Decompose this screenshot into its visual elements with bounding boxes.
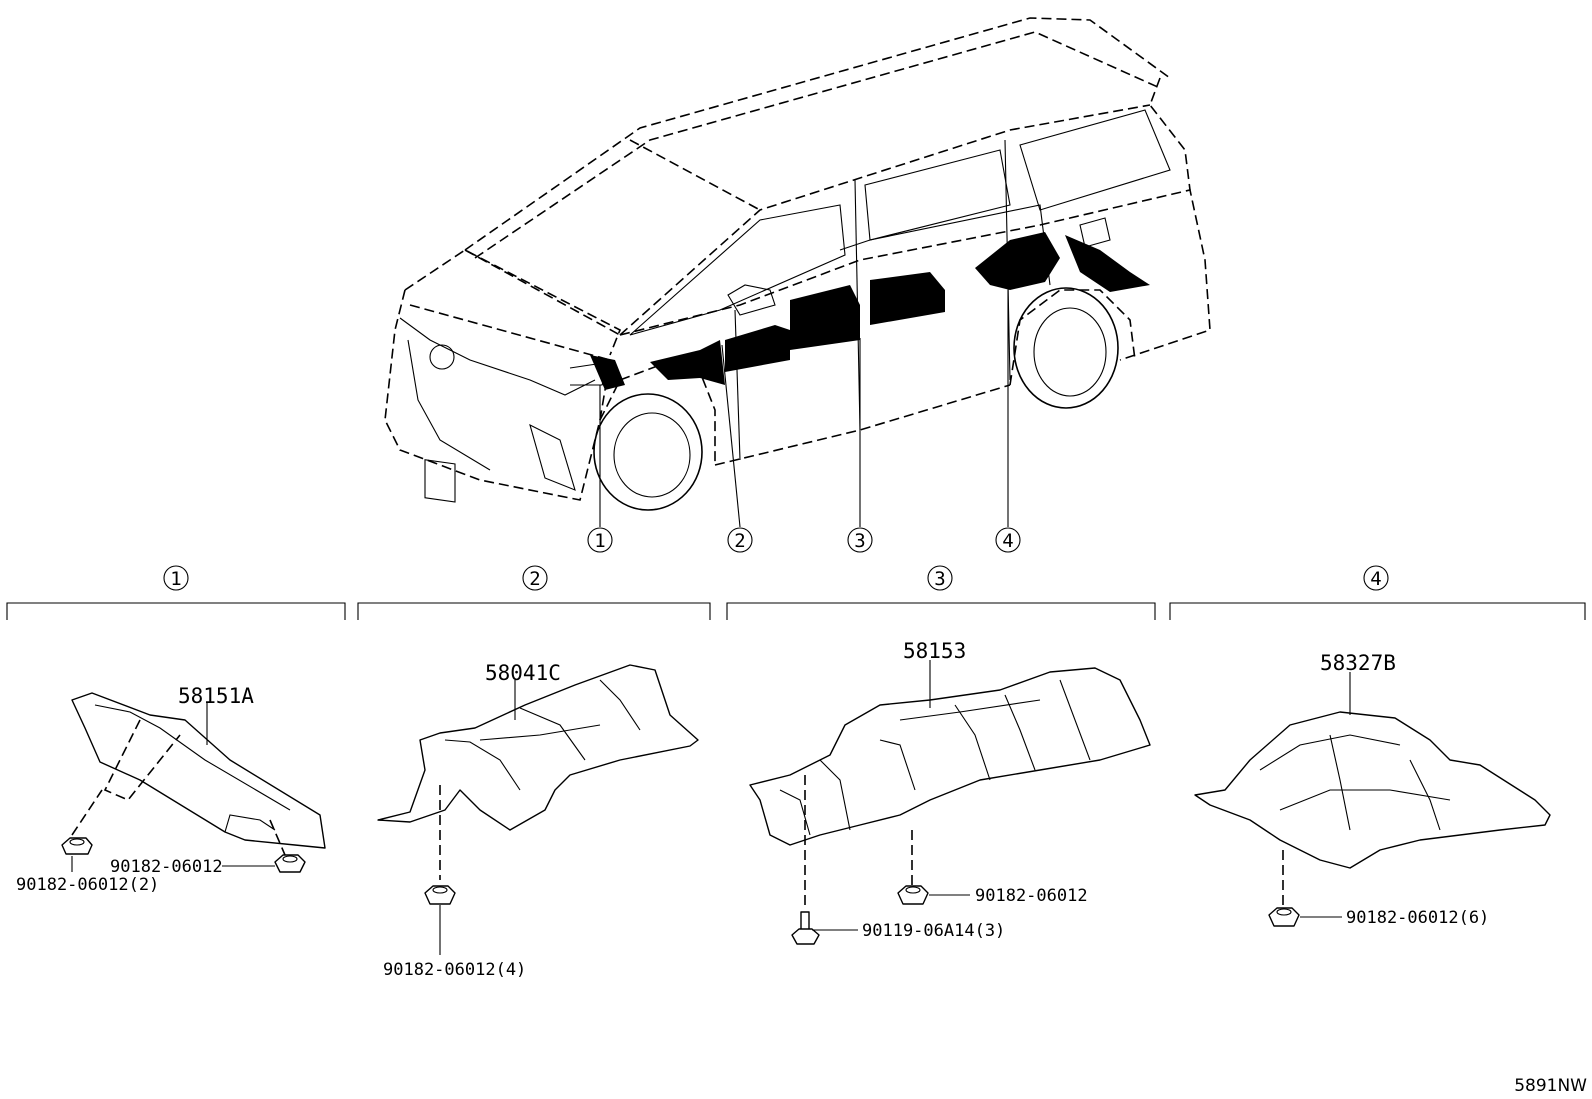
callout-3-label: 3 <box>854 530 865 552</box>
section-2-marker: 2 <box>529 568 540 590</box>
callout-3: 3 <box>847 527 873 553</box>
part-58151A-label: 58151A <box>178 684 254 708</box>
section-4-marker: 4 <box>1370 568 1381 590</box>
part-58153-shape <box>749 667 1151 846</box>
section-3: 3 58153 90182-06012 90119-06A14(3) <box>726 565 1156 945</box>
callout-1-label: 1 <box>594 530 605 552</box>
section-3-marker: 3 <box>934 568 945 590</box>
callout-2: 2 <box>727 527 753 553</box>
section-2-bracket <box>357 602 711 620</box>
section-4-bracket <box>1169 602 1586 620</box>
part-58153-label: 58153 <box>903 639 966 663</box>
clip-nut-icon <box>424 885 456 905</box>
vehicle-illustration <box>384 17 1211 528</box>
section-3-bracket <box>726 602 1156 620</box>
clip-nut-icon <box>274 854 306 873</box>
diagram-code: 5891NW <box>1514 1076 1587 1096</box>
section-1-bracket <box>6 602 346 620</box>
callout-4: 4 <box>995 527 1021 553</box>
part-58151A-shape <box>71 692 326 849</box>
fastener-90182-06012-6-label: 90182-06012(6) <box>1346 908 1489 928</box>
part-58041C-shape <box>377 664 699 831</box>
clip-nut-icon <box>897 885 929 905</box>
callout-2-label: 2 <box>734 530 745 552</box>
part-58327B-label: 58327B <box>1320 651 1396 675</box>
callout-1: 1 <box>587 527 613 553</box>
section-2: 2 58041C 90182-06012(4) <box>357 565 711 980</box>
fastener-90182-06012-4-label: 90182-06012(4) <box>383 960 526 980</box>
clip-nut-icon <box>61 837 93 855</box>
section-1-marker: 1 <box>170 568 181 590</box>
fastener-90182-06012-label: 90182-06012 <box>110 857 223 877</box>
fastener-90119-06A14-3-label: 90119-06A14(3) <box>862 921 1005 941</box>
clip-nut-icon <box>1268 907 1300 927</box>
callout-4-label: 4 <box>1002 530 1013 552</box>
section-1: 1 58151A 90182-06012(2) 90182-06012 <box>6 565 346 895</box>
fastener-90182-06012-2-label: 90182-06012(2) <box>16 875 159 895</box>
fastener-90182-06012-s3-label: 90182-06012 <box>975 886 1088 906</box>
bolt-icon <box>791 911 820 945</box>
part-58041C-label: 58041C <box>485 661 561 685</box>
section-4: 4 58327B 90182-06012(6) <box>1169 565 1586 928</box>
